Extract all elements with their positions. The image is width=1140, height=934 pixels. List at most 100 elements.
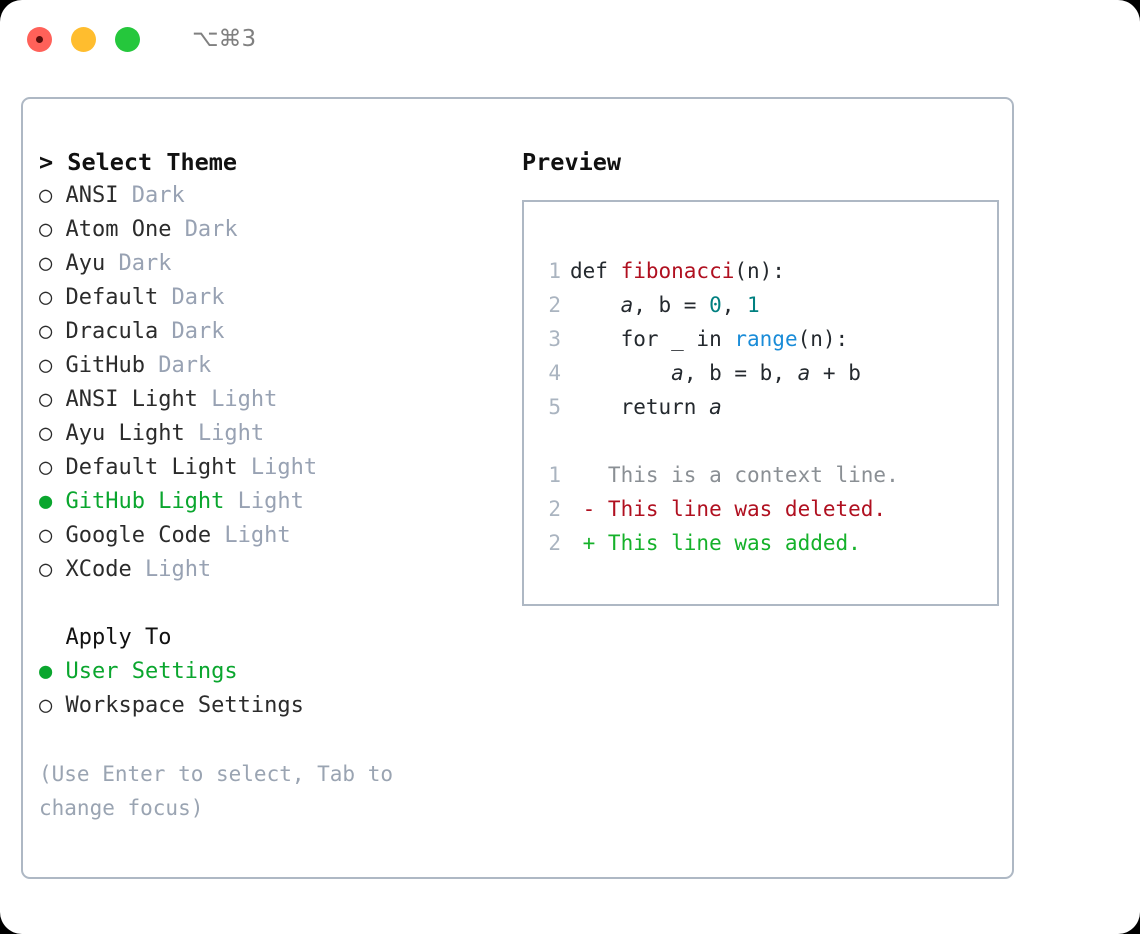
code-line-text: return a bbox=[570, 390, 722, 424]
diff-line-text: This is a context line. bbox=[570, 463, 899, 487]
title-bar: ⌥⌘3 bbox=[0, 0, 1140, 78]
theme-option[interactable]: ○ Default Light Light bbox=[39, 451, 501, 485]
theme-option[interactable]: ○ GitHub Dark bbox=[39, 349, 501, 383]
theme-option[interactable]: ○ Ayu Dark bbox=[39, 247, 501, 281]
keyboard-hint-text: (Use Enter to select, Tab to change focu… bbox=[39, 762, 406, 820]
apply-to-option-label: User Settings bbox=[52, 659, 238, 684]
line-number: 3 bbox=[548, 327, 561, 351]
theme-variant-tag: Dark bbox=[171, 285, 225, 310]
theme-option[interactable]: ○ Atom One Dark bbox=[39, 213, 501, 247]
apply-to-option-label: Workspace Settings bbox=[52, 693, 304, 718]
minimize-button[interactable] bbox=[71, 26, 96, 52]
code-token: , b = b, bbox=[683, 361, 798, 385]
apply-to-option[interactable]: ○ Workspace Settings bbox=[39, 689, 501, 723]
code-line: 4 a, b = b, a + b bbox=[524, 356, 997, 390]
radio-unselected-icon: ○ bbox=[39, 251, 53, 276]
zoom-button[interactable] bbox=[115, 26, 140, 52]
theme-option-label: Ayu Light bbox=[52, 421, 198, 446]
diff-line: 2 - This line was deleted. bbox=[524, 492, 997, 526]
theme-picker-card: > Select Theme ○ ANSI Dark○ Atom One Dar… bbox=[21, 97, 1014, 879]
radio-unselected-icon: ○ bbox=[39, 421, 53, 446]
code-line: 5 return a bbox=[524, 390, 997, 424]
line-number: 4 bbox=[548, 361, 561, 385]
code-diff-spacer bbox=[524, 424, 997, 458]
code-token: a bbox=[709, 395, 722, 419]
theme-option-label: Atom One bbox=[52, 217, 185, 242]
theme-option[interactable]: ○ Google Code Light bbox=[39, 519, 501, 553]
diff-sample: 1 This is a context line. 2 - This line w… bbox=[524, 458, 997, 560]
theme-option-label: XCode bbox=[52, 557, 145, 582]
theme-option[interactable]: ○ Ayu Light Light bbox=[39, 417, 501, 451]
code-token: a bbox=[797, 361, 811, 385]
code-token: 1 bbox=[747, 293, 760, 317]
theme-option[interactable]: ○ XCode Light bbox=[39, 553, 501, 587]
radio-unselected-icon: ○ bbox=[39, 217, 53, 242]
theme-option[interactable]: ○ ANSI Light Light bbox=[39, 383, 501, 417]
theme-variant-tag: Dark bbox=[131, 183, 185, 208]
theme-option[interactable]: ○ Default Dark bbox=[39, 281, 501, 315]
code-token: return bbox=[570, 395, 710, 419]
line-number: 1 bbox=[548, 463, 561, 487]
theme-option[interactable]: ○ Dracula Dark bbox=[39, 315, 501, 349]
theme-option[interactable]: ● GitHub Light Light bbox=[39, 485, 501, 519]
line-number: 2 bbox=[548, 497, 561, 521]
theme-variant-tag: Light bbox=[144, 557, 212, 582]
diff-line: 2 + This line was added. bbox=[524, 526, 997, 560]
theme-option-label: ANSI bbox=[52, 183, 132, 208]
code-token: 0 bbox=[709, 293, 722, 317]
theme-option-label: GitHub Light bbox=[52, 489, 238, 514]
line-number: 5 bbox=[548, 395, 561, 419]
radio-unselected-icon: ○ bbox=[39, 523, 53, 548]
theme-option-label: Dracula bbox=[52, 319, 172, 344]
code-token: , b = bbox=[633, 293, 710, 317]
theme-variant-tag: Dark bbox=[171, 319, 225, 344]
code-line-text: def fibonacci(n): bbox=[570, 254, 785, 288]
radio-selected-icon: ● bbox=[39, 659, 53, 684]
code-token: a bbox=[620, 293, 634, 317]
theme-variant-tag: Light bbox=[224, 523, 291, 548]
theme-variant-tag: Dark bbox=[184, 217, 238, 242]
radio-unselected-icon: ○ bbox=[39, 693, 53, 718]
code-token: a bbox=[671, 361, 684, 385]
line-number: 2 bbox=[548, 531, 561, 555]
theme-variant-tag: Light bbox=[211, 387, 278, 412]
apply-to-header: Apply To bbox=[39, 625, 172, 650]
code-line-text: for _ in range(n): bbox=[570, 322, 849, 356]
theme-option-label: ANSI Light bbox=[52, 387, 212, 412]
code-token bbox=[570, 361, 671, 385]
code-token: (n): bbox=[734, 259, 785, 283]
diff-line-text: + This line was added. bbox=[570, 531, 861, 555]
radio-unselected-icon: ○ bbox=[39, 319, 53, 344]
code-token bbox=[570, 293, 621, 317]
radio-unselected-icon: ○ bbox=[39, 455, 53, 480]
close-button[interactable] bbox=[27, 26, 52, 52]
list-spacer bbox=[39, 587, 501, 621]
theme-selection-panel: > Select Theme ○ ANSI Dark○ Atom One Dar… bbox=[39, 145, 501, 877]
radio-unselected-icon: ○ bbox=[39, 557, 53, 582]
apply-to-option[interactable]: ● User Settings bbox=[39, 655, 501, 689]
line-number: 2 bbox=[548, 293, 561, 317]
diff-line-text: - This line was deleted. bbox=[570, 497, 887, 521]
select-theme-header: > Select Theme bbox=[39, 148, 238, 176]
theme-option[interactable]: ○ ANSI Dark bbox=[39, 179, 501, 213]
theme-option-label: Ayu bbox=[52, 251, 119, 276]
code-token: + b bbox=[810, 361, 861, 385]
theme-variant-tag: Dark bbox=[158, 353, 212, 378]
radio-selected-icon: ● bbox=[39, 489, 53, 514]
code-token: def bbox=[570, 259, 621, 283]
code-line-text: a, b = b, a + b bbox=[570, 356, 861, 390]
theme-option-label: GitHub bbox=[52, 353, 159, 378]
apply-to-list: ● User Settings○ Workspace Settings bbox=[39, 655, 501, 723]
theme-option-label: Google Code bbox=[52, 523, 225, 548]
theme-variant-tag: Light bbox=[250, 455, 318, 480]
code-token: fibonacci bbox=[620, 259, 735, 283]
code-line: 2 a, b = 0, 1 bbox=[524, 288, 997, 322]
theme-list: ○ ANSI Dark○ Atom One Dark○ Ayu Dark○ De… bbox=[39, 179, 501, 587]
theme-option-label: Default Light bbox=[52, 455, 251, 480]
theme-option-label: Default bbox=[52, 285, 172, 310]
radio-unselected-icon: ○ bbox=[39, 285, 53, 310]
code-token: , bbox=[721, 293, 748, 317]
